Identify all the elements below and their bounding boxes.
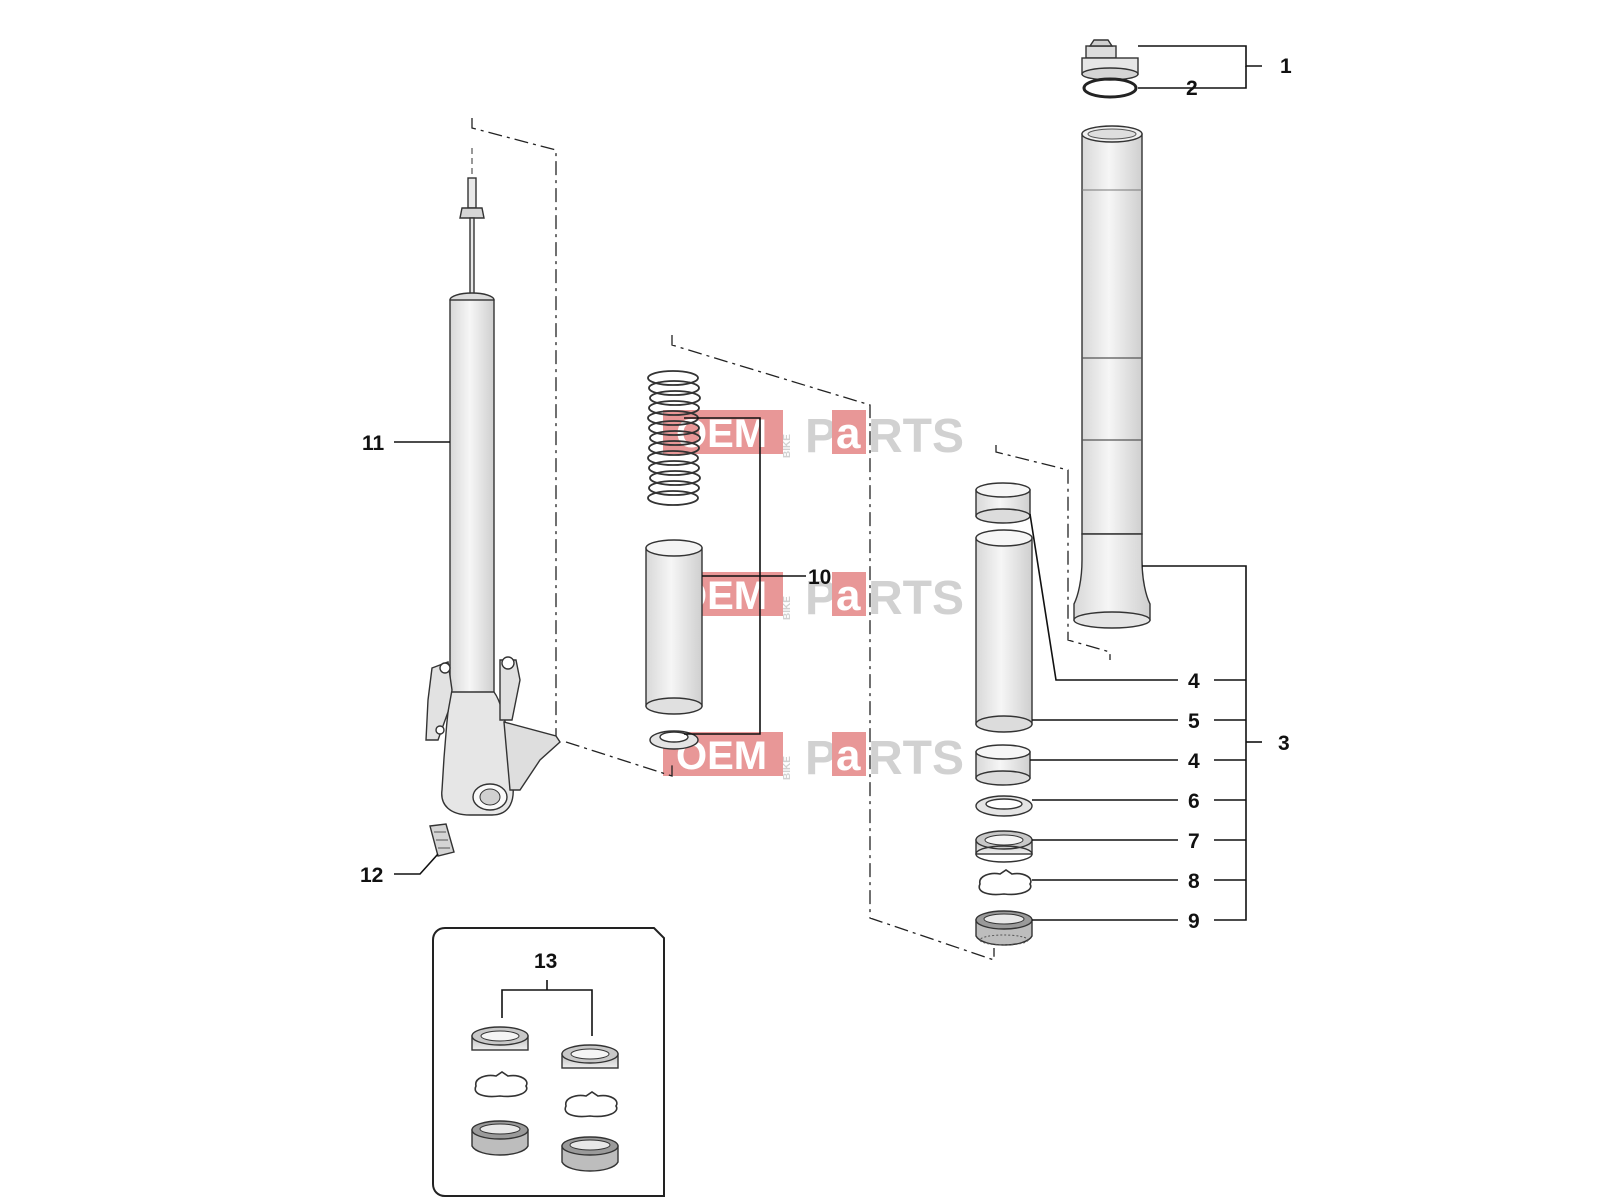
callout-9: 9 <box>1188 910 1200 933</box>
callout-4-upper: 4 <box>1188 670 1200 693</box>
alignment-line-left <box>471 118 557 742</box>
leader-2 <box>1138 66 1247 89</box>
callout-11: 11 <box>362 432 385 455</box>
part-7-oil-seal <box>975 830 1033 863</box>
svg-text:BIKE: BIKE <box>782 434 793 458</box>
callout-1: 1 <box>1280 55 1292 78</box>
kit-circlip-right <box>564 1091 618 1118</box>
watermark-1: OEM BIKE P a RTS <box>663 409 964 463</box>
callout-5: 5 <box>1188 710 1200 733</box>
part-6-washer <box>975 795 1033 817</box>
callout-2: 2 <box>1186 77 1198 100</box>
callout-12: 12 <box>360 864 383 887</box>
kit-dust-seal-left <box>471 1120 529 1156</box>
part-12-label <box>429 823 455 857</box>
part-5-inner-sleeve <box>975 529 1033 733</box>
part-10-spring <box>647 370 701 506</box>
svg-text:RTS: RTS <box>868 732 964 785</box>
callout-8: 8 <box>1188 870 1200 893</box>
svg-text:BIKE: BIKE <box>782 756 793 780</box>
svg-text:a: a <box>836 571 861 620</box>
svg-text:RTS: RTS <box>868 572 964 625</box>
part-4-bushing-upper <box>975 482 1031 524</box>
part-8-circlip <box>978 869 1032 896</box>
svg-text:RTS: RTS <box>868 410 964 463</box>
kit-circlip-left <box>474 1071 528 1098</box>
part-13-seal-kit-box: 13 <box>432 927 665 1197</box>
callout-3: 3 <box>1278 732 1290 755</box>
svg-text:P: P <box>805 410 837 463</box>
leader-12 <box>394 853 439 875</box>
part-10-spacer-tube <box>645 539 703 715</box>
watermark-3: OEM BIKE P a RTS <box>663 731 964 785</box>
alignment-line-right <box>995 445 1111 660</box>
part-9-dust-seal <box>975 910 1033 946</box>
kit-dust-seal-right <box>561 1136 619 1172</box>
alignment-line-left-bottom <box>565 741 673 777</box>
part-10-washer <box>649 730 699 750</box>
part-3-outer-tube <box>1073 125 1151 629</box>
svg-text:a: a <box>836 409 861 458</box>
leader-1 <box>1138 45 1262 67</box>
kit-oil-seal-right <box>561 1044 619 1069</box>
part-1-cap <box>1081 39 1139 81</box>
part-2-o-ring <box>1082 77 1138 99</box>
leader-4a <box>1029 513 1178 681</box>
svg-text:a: a <box>836 731 861 780</box>
svg-text:BIKE: BIKE <box>782 596 793 620</box>
part-4-bushing-lower <box>975 744 1031 786</box>
callout-7: 7 <box>1188 830 1200 853</box>
svg-text:P: P <box>805 732 837 785</box>
kit-oil-seal-left <box>471 1026 529 1051</box>
callout-10: 10 <box>808 566 831 589</box>
svg-text:P: P <box>805 572 837 625</box>
alignment-line-middle <box>671 335 995 961</box>
part-11-cartridge <box>425 148 561 816</box>
callout-6: 6 <box>1188 790 1200 813</box>
bracket-3 <box>1142 565 1247 921</box>
callout-13: 13 <box>534 950 557 973</box>
callout-4-lower: 4 <box>1188 750 1200 773</box>
